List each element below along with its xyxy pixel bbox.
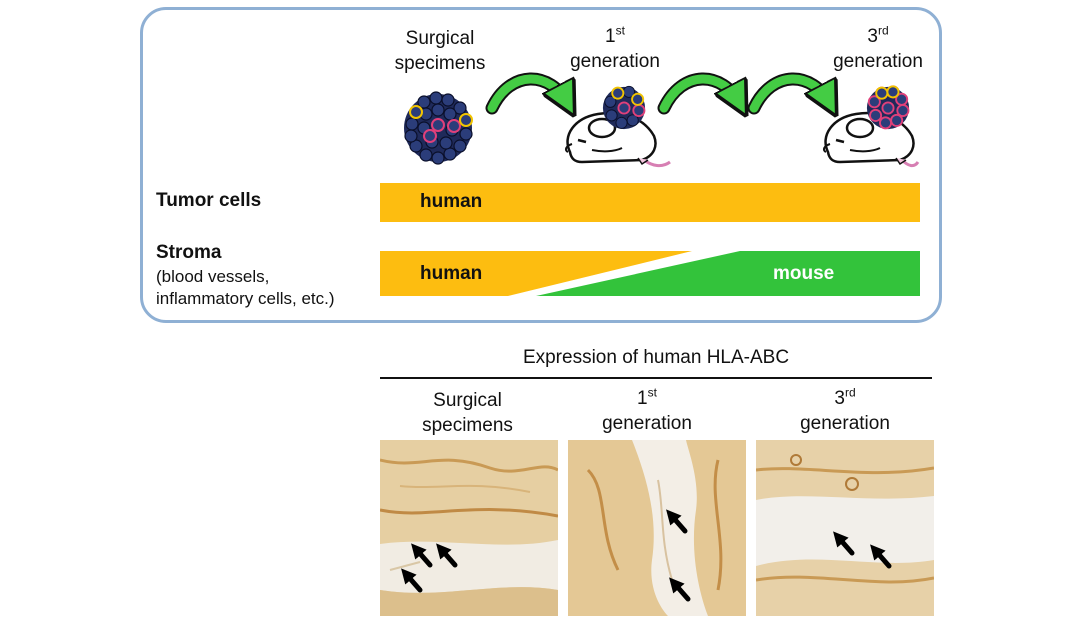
transplant-arrow-2-icon (659, 74, 740, 108)
mouse-third-generation-icon (822, 85, 920, 168)
hla-col-third-label: 3rd generation (780, 386, 910, 436)
tumor-bar-label: human (420, 191, 483, 212)
hla-col-third-superscript: rd (844, 385, 856, 400)
hla-col-first-superscript: st (647, 385, 657, 400)
transplant-arrow-1-icon (487, 74, 568, 108)
arrow-first-1-icon (666, 509, 688, 534)
tumor-cells-label: Tumor cells (156, 190, 262, 211)
stroma-human-label: human (420, 263, 483, 284)
arrow-first-2-icon (669, 577, 691, 602)
tumor-cell-cluster-icon (404, 91, 473, 165)
stage-third-label: 3rd generation (818, 24, 938, 74)
xenograft-illustration (404, 72, 920, 168)
stage-first-word: generation (570, 51, 660, 72)
stroma-human-wedge (380, 251, 692, 296)
arrow-third-1-icon (833, 531, 855, 556)
stroma-mouse-label: mouse (773, 263, 835, 284)
hla-col-first-label: 1st generation (582, 386, 712, 436)
stroma-detail-line-2: inflammatory cells, etc.) (156, 289, 335, 308)
transplant-arrow-3-icon (749, 74, 830, 108)
stage-third-word: generation (833, 51, 923, 72)
hla-title: Expression of human HLA-ABC (522, 347, 790, 368)
tumor-cells-human-bar (380, 183, 920, 222)
hla-col-first-number: 1 (637, 388, 648, 409)
stage-surgical-label: Surgical specimens (394, 28, 486, 74)
arrow-surgical-3-icon (401, 568, 423, 593)
hla-col-first-word: generation (602, 413, 692, 434)
arrow-surgical-2-icon (436, 543, 458, 568)
micrograph-surgical (380, 440, 558, 616)
stroma-label: Stroma (156, 242, 222, 263)
micrograph-third-generation (756, 440, 934, 616)
micrograph-first-generation (568, 440, 746, 616)
stroma-mouse-wedge (536, 251, 920, 296)
stage-first-number: 1 (605, 26, 616, 47)
arrow-surgical-1-icon (411, 543, 433, 568)
hla-col-third-word: generation (800, 413, 890, 434)
hla-col-surgical-label: Surgical specimens (422, 390, 513, 436)
hla-title-rule (380, 377, 932, 379)
stage-first-superscript: st (615, 23, 625, 38)
stage-third-superscript: rd (877, 23, 889, 38)
stroma-transition-bar (380, 251, 920, 296)
arrow-third-2-icon (870, 544, 892, 569)
stage-first-label: 1st generation (555, 24, 675, 74)
stage-third-number: 3 (867, 26, 878, 47)
mouse-first-generation-icon (564, 85, 671, 168)
stroma-detail-line-1: (blood vessels, (156, 267, 270, 286)
schematic-panel (140, 7, 942, 323)
hla-col-third-number: 3 (834, 388, 845, 409)
